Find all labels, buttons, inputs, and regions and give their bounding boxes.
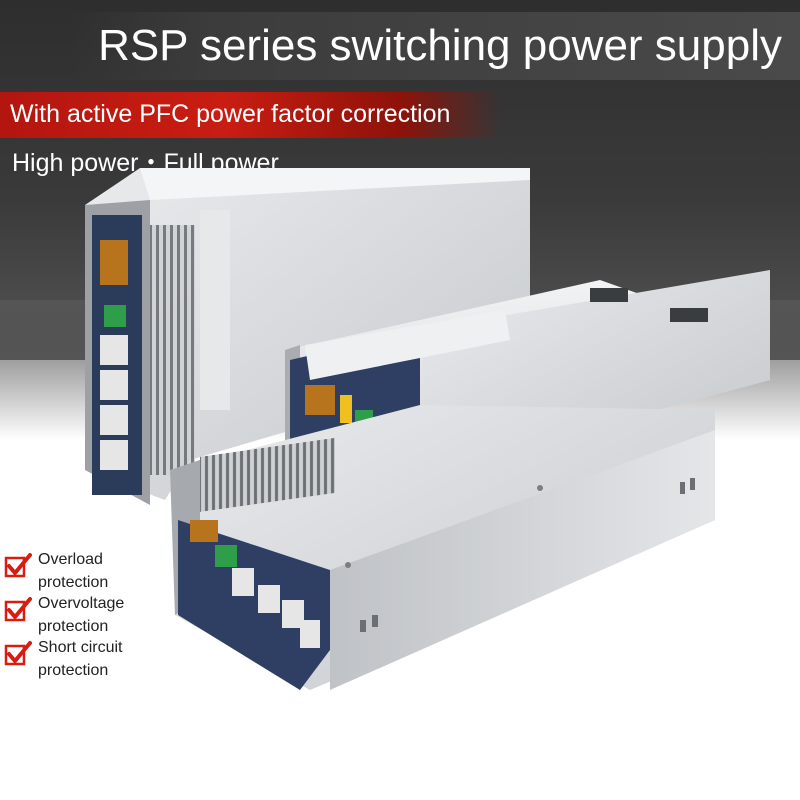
check-mark-icon	[4, 597, 32, 622]
check-mark-icon	[4, 553, 32, 578]
feature-item-overvoltage: Overvoltage protection	[4, 592, 174, 680]
feature-label: Overvoltage protection	[38, 595, 125, 635]
pfc-banner-text: With active PFC power factor correction	[10, 100, 451, 128]
pfc-banner	[0, 92, 500, 138]
front-unit	[170, 405, 715, 690]
feature-item-overload: Overload protection	[4, 548, 174, 636]
feature-label: Short circuit protection	[38, 639, 123, 679]
title-band	[70, 12, 800, 80]
feature-label: Overload protection	[38, 551, 109, 591]
feature-list: Overload protection Overvoltage protecti…	[4, 548, 174, 724]
page-title: RSP series switching power supply	[98, 21, 782, 70]
check-mark-icon	[4, 641, 32, 666]
feature-item-short-circuit: Short circuit protection	[4, 636, 174, 724]
back-unit	[85, 168, 530, 505]
